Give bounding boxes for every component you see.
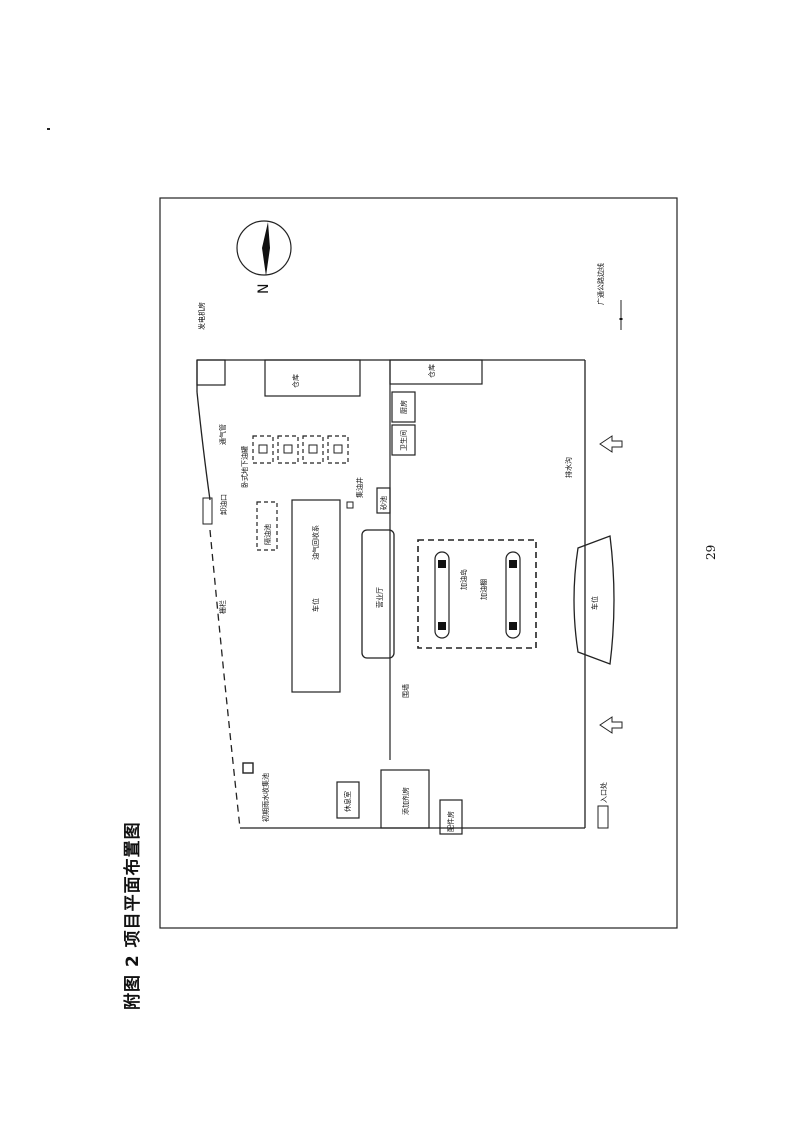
- label-kitchen: 厨房: [399, 400, 408, 414]
- label-toilet: 卫生间: [399, 430, 408, 451]
- label-canopy: 加油棚: [479, 579, 488, 600]
- label-business-hall: 营业厅: [375, 587, 384, 608]
- parking-right-shape: [573, 535, 615, 665]
- label-parts-room: 配件房: [446, 811, 455, 832]
- label-road: 广通公路边线: [596, 263, 605, 305]
- label-rain-pool: 初期雨水收集池: [261, 773, 270, 822]
- toilet-box: [391, 424, 416, 456]
- oil-well-box: [346, 501, 354, 509]
- canopy-box: [417, 539, 537, 649]
- label-entrance: 入口处: [599, 782, 608, 803]
- label-drain: 排水沟: [564, 457, 573, 478]
- label-vapor-recovery: 油气回收系: [311, 525, 320, 560]
- kitchen-box: [391, 391, 416, 423]
- drawing-frame: [159, 197, 678, 929]
- tank-symbols: [258, 444, 343, 454]
- label-warehouse-left: 仓库: [291, 374, 300, 388]
- label-tanks: 卧式地下油罐: [240, 446, 249, 488]
- entrance-box: [597, 805, 609, 829]
- fuel-island-2: [505, 551, 521, 639]
- label-sand-pool: 砂池: [379, 496, 388, 510]
- business-hall-box: [361, 529, 395, 659]
- oil-interceptor-box: [256, 501, 278, 551]
- page-number: 29: [704, 544, 718, 560]
- label-oil-interceptor: 隔油池: [263, 524, 272, 545]
- entry-arrow-top: [599, 435, 623, 453]
- generator-room-box: [196, 359, 226, 386]
- dispenser-3: [509, 560, 517, 568]
- label-wall: 围墙: [401, 684, 410, 698]
- parking-left-box: [291, 499, 341, 693]
- fuel-island-1: [434, 551, 450, 639]
- label-generator-room: 发电机房: [197, 302, 206, 330]
- label-parking-left: 车位: [311, 598, 320, 612]
- scan-mark: [47, 128, 50, 130]
- warehouse-left: [264, 359, 361, 397]
- dispenser-4: [509, 622, 517, 630]
- label-fuel-island: 加油岛: [459, 569, 468, 590]
- additive-room-box: [380, 769, 430, 829]
- label-rest-room: 休息室: [343, 791, 352, 812]
- label-vent-pipe: 通气管: [218, 424, 227, 445]
- tanks: [252, 435, 349, 464]
- dispenser-2: [438, 622, 446, 630]
- rest-room-box: [336, 781, 360, 819]
- rain-pool-box: [242, 762, 254, 774]
- label-additive-room: 添加剂房: [401, 787, 410, 815]
- compass-label: N: [256, 284, 272, 294]
- unloading-port-box: [202, 497, 213, 525]
- compass-icon: [236, 220, 292, 276]
- parts-room-box: [439, 799, 463, 835]
- label-oil-well: 集油井: [355, 477, 364, 498]
- entry-arrow-bottom: [599, 716, 623, 734]
- dispenser-1: [438, 560, 446, 568]
- label-fence: 栅栏: [218, 600, 227, 614]
- label-warehouse-right: 仓库: [427, 364, 436, 378]
- figure-caption: 附图 2 项目平面布置图: [123, 821, 143, 1010]
- label-parking-right: 车位: [590, 596, 599, 610]
- label-unloading-port: 卸油口: [219, 494, 228, 515]
